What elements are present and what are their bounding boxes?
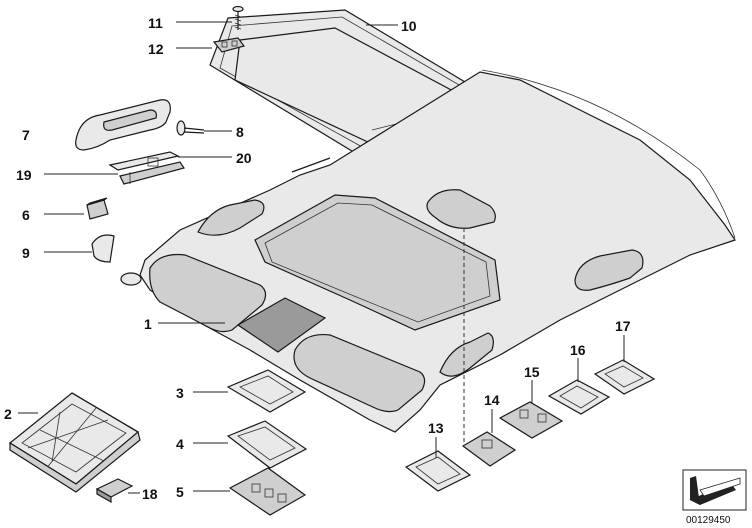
- part-3-frame: [226, 369, 307, 413]
- callout-18: 18: [142, 486, 158, 502]
- part-8-bolt: [176, 120, 205, 136]
- callout-5: 5: [176, 484, 184, 500]
- callout-7: 7: [22, 127, 30, 143]
- part-14-reading-light: [461, 431, 517, 467]
- part-12-clip: [212, 37, 246, 53]
- callout-1: 1: [144, 316, 152, 332]
- callout-8: 8: [236, 124, 244, 140]
- leader-lines: [18, 21, 625, 494]
- part-20-bracket-lower: [119, 157, 185, 185]
- part-11-screw: [232, 5, 244, 30]
- callout-20: 20: [236, 150, 252, 166]
- part-6-cap: [86, 197, 109, 220]
- part-17-light: [593, 359, 656, 395]
- document-number: 00129450: [686, 515, 731, 526]
- part-1-headliner: [120, 69, 736, 433]
- callout-19: 19: [16, 167, 32, 183]
- part-18-switch: [95, 478, 134, 504]
- callout-13: 13: [428, 420, 444, 436]
- part-9-curved-clip: [91, 234, 115, 263]
- callout-17: 17: [615, 318, 631, 334]
- part-2-housing-frame: [8, 392, 141, 493]
- part-19-bracket-upper: [108, 151, 180, 171]
- part-4-frame: [226, 420, 308, 469]
- callout-3: 3: [176, 385, 184, 401]
- callout-labels: 11 12 10 7 8 19 20 6 9 1 2 3 4 5 18 13 1…: [4, 15, 631, 502]
- part-13-light-frame: [404, 450, 472, 492]
- callout-9: 9: [22, 245, 30, 261]
- callout-16: 16: [570, 342, 586, 358]
- part-15-reading-light: [498, 401, 564, 439]
- callout-6: 6: [22, 207, 30, 223]
- reference-symbol-box: [682, 469, 747, 511]
- callout-14: 14: [484, 392, 500, 408]
- part-7-grab-handle: [75, 99, 171, 151]
- callout-12: 12: [148, 41, 164, 57]
- callout-11: 11: [148, 15, 163, 31]
- callout-2: 2: [4, 406, 12, 422]
- part-5-cover: [228, 467, 307, 516]
- callout-4: 4: [176, 436, 184, 452]
- callout-15: 15: [524, 364, 540, 380]
- callout-10: 10: [401, 18, 417, 34]
- part-16-frame: [547, 379, 611, 415]
